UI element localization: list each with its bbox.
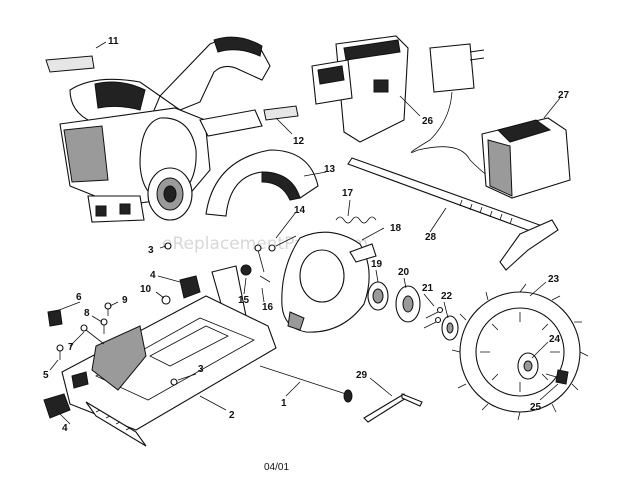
callout-5: 5 <box>43 370 49 381</box>
part-9-screw <box>104 302 112 316</box>
part-13-upper-guard <box>205 149 319 217</box>
part-2-base-plate <box>61 295 277 447</box>
part-21-screws <box>423 306 444 329</box>
part-5-bolt <box>56 344 64 360</box>
callout-26: 26 <box>422 116 434 127</box>
leader-lines <box>49 41 561 425</box>
callout-17: 17 <box>342 188 354 199</box>
callout-9: 9 <box>122 295 128 306</box>
callout-4-top: 4 <box>150 270 156 281</box>
part-28-rip-fence <box>347 157 559 271</box>
parts-14-16-screws <box>240 235 297 283</box>
base-nut <box>71 371 89 389</box>
part-29-hex-key <box>363 393 423 423</box>
part-11-label-sticker <box>45 55 95 73</box>
callout-8: 8 <box>84 308 90 319</box>
callout-11: 11 <box>108 36 119 47</box>
callout-3-bottom: 3 <box>198 364 204 375</box>
part-19-flange <box>367 281 389 311</box>
part-25-blade-bolt <box>545 369 569 385</box>
callout-10: 10 <box>140 284 152 295</box>
callout-28: 28 <box>425 232 437 243</box>
part-22-washer <box>441 315 459 341</box>
callout-6: 6 <box>76 292 82 303</box>
callout-19: 19 <box>371 259 383 270</box>
part-12-small-label <box>263 105 299 121</box>
part-26-battery-pack <box>311 35 409 143</box>
callout-29: 29 <box>356 370 368 381</box>
part-4-knob-lower <box>43 393 71 419</box>
callout-15: 15 <box>238 295 250 306</box>
callout-12: 12 <box>293 136 305 147</box>
callout-13: 13 <box>324 164 336 175</box>
callout-21: 21 <box>422 283 434 294</box>
callout-4-bottom: 4 <box>62 423 68 434</box>
part-18-lower-guard <box>281 231 377 333</box>
part-20-flange <box>395 285 421 323</box>
part-4-knob-upper <box>179 275 201 299</box>
callout-22: 22 <box>441 291 453 302</box>
callout-2: 2 <box>229 410 235 421</box>
callout-24: 24 <box>549 334 561 345</box>
part-27-charger <box>410 43 571 199</box>
callout-27: 27 <box>558 90 570 101</box>
callout-1: 1 <box>281 398 287 409</box>
part-24-outer-washer <box>517 352 539 380</box>
footer-code: 04/01 <box>264 462 289 473</box>
callout-3-top: 3 <box>148 245 154 256</box>
part-23-saw-blade <box>451 283 589 421</box>
part-1-rod <box>259 365 353 403</box>
part-6-clamp <box>47 309 63 327</box>
part-7-bolt <box>80 324 105 345</box>
callout-7: 7 <box>68 342 74 353</box>
saw-motor-housing <box>59 36 271 223</box>
callout-23: 23 <box>548 274 560 285</box>
callout-labels: 11 12 13 14 17 18 3 4 15 16 19 20 21 22 … <box>43 36 570 434</box>
part-17-spring <box>335 216 377 224</box>
callout-18: 18 <box>390 223 402 234</box>
callout-16: 16 <box>262 302 274 313</box>
callout-20: 20 <box>398 267 410 278</box>
part-3-screws <box>164 242 178 386</box>
callout-25: 25 <box>530 402 542 413</box>
part-8-screw <box>100 318 108 334</box>
callout-14: 14 <box>294 205 306 216</box>
